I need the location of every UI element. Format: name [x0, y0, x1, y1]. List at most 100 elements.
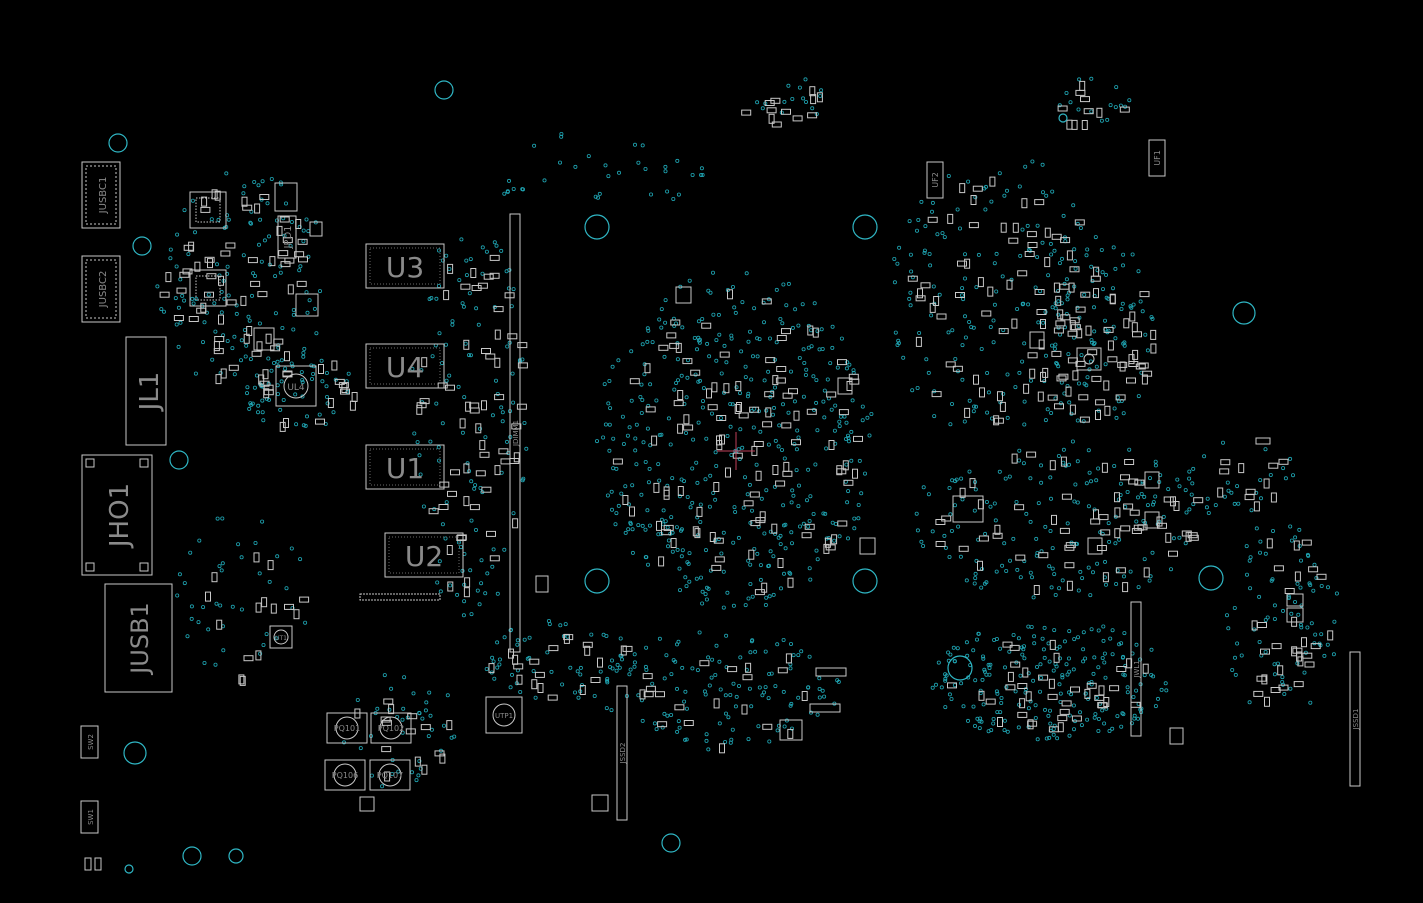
- passive-component[interactable]: [1096, 107, 1103, 118]
- passive-component[interactable]: [787, 728, 794, 739]
- passive-component[interactable]: [218, 314, 224, 325]
- passive-component[interactable]: [214, 336, 225, 342]
- passive-component[interactable]: [246, 326, 253, 336]
- passive-component[interactable]: [1014, 504, 1025, 511]
- passive-component[interactable]: [952, 365, 963, 372]
- passive-component[interactable]: [622, 645, 633, 652]
- passive-component[interactable]: [1128, 361, 1139, 367]
- passive-component[interactable]: [719, 743, 725, 754]
- passive-component[interactable]: [713, 482, 720, 492]
- passive-component[interactable]: [507, 333, 518, 340]
- passive-component[interactable]: [927, 216, 938, 223]
- passive-component[interactable]: [287, 284, 294, 295]
- passive-component[interactable]: [969, 478, 976, 489]
- passive-component[interactable]: [1065, 386, 1072, 397]
- passive-component[interactable]: [488, 663, 495, 674]
- passive-component[interactable]: [734, 404, 741, 414]
- passive-component[interactable]: [999, 401, 1006, 412]
- passive-component[interactable]: [1271, 643, 1282, 650]
- passive-component[interactable]: [936, 313, 947, 320]
- passive-component[interactable]: [959, 487, 966, 498]
- passive-component[interactable]: [241, 196, 248, 207]
- passive-component[interactable]: [1310, 643, 1321, 650]
- passive-component[interactable]: [993, 415, 1000, 426]
- passive-component[interactable]: [481, 400, 487, 411]
- passive-component[interactable]: [1061, 493, 1072, 500]
- passive-component[interactable]: [1139, 291, 1150, 298]
- passive-component[interactable]: [791, 439, 801, 446]
- passive-component[interactable]: [801, 532, 812, 539]
- passive-component[interactable]: [1220, 459, 1231, 466]
- passive-component[interactable]: [211, 572, 218, 583]
- passive-component[interactable]: [240, 295, 247, 306]
- passive-component[interactable]: [677, 390, 684, 400]
- passive-component[interactable]: [828, 440, 835, 450]
- passive-component[interactable]: [280, 261, 291, 268]
- component-small-ic[interactable]: [359, 796, 375, 812]
- passive-component[interactable]: [1219, 468, 1230, 475]
- passive-component[interactable]: [663, 486, 670, 497]
- passive-component[interactable]: [771, 523, 778, 534]
- component-small-ic[interactable]: [1076, 347, 1102, 371]
- passive-component[interactable]: [331, 360, 338, 371]
- passive-component[interactable]: [1093, 509, 1099, 520]
- passive-component[interactable]: [707, 404, 718, 411]
- passive-component[interactable]: [1261, 674, 1268, 685]
- passive-component[interactable]: [1049, 460, 1056, 471]
- passive-component[interactable]: [777, 558, 784, 568]
- passive-component[interactable]: [207, 258, 213, 269]
- passive-component[interactable]: [479, 440, 486, 451]
- passive-component[interactable]: [709, 532, 716, 542]
- passive-component[interactable]: [1017, 683, 1028, 689]
- passive-component[interactable]: [785, 653, 792, 664]
- passive-component[interactable]: [677, 486, 684, 496]
- passive-component[interactable]: [727, 666, 738, 673]
- passive-component[interactable]: [489, 272, 500, 279]
- passive-component[interactable]: [981, 310, 992, 317]
- component-pq101[interactable]: PQ101: [326, 712, 368, 744]
- passive-component[interactable]: [1047, 394, 1058, 401]
- component-small-ic[interactable]: [1029, 331, 1045, 349]
- passive-component[interactable]: [1022, 667, 1029, 678]
- passive-component[interactable]: [842, 460, 849, 471]
- passive-component[interactable]: [1260, 648, 1270, 655]
- passive-component[interactable]: [270, 603, 277, 614]
- passive-component[interactable]: [494, 357, 501, 368]
- passive-component[interactable]: [1115, 394, 1126, 401]
- passive-component[interactable]: [738, 412, 749, 419]
- passive-component[interactable]: [645, 406, 656, 413]
- passive-component[interactable]: [238, 674, 245, 685]
- passive-component[interactable]: [205, 591, 211, 602]
- passive-component[interactable]: [804, 523, 815, 530]
- passive-component[interactable]: [1126, 658, 1133, 669]
- passive-component[interactable]: [670, 538, 677, 548]
- passive-component[interactable]: [727, 289, 733, 300]
- passive-component[interactable]: [1064, 562, 1075, 569]
- passive-component[interactable]: [1054, 403, 1064, 410]
- passive-component[interactable]: [716, 435, 722, 446]
- passive-component[interactable]: [1024, 251, 1035, 257]
- passive-component[interactable]: [439, 753, 446, 764]
- passive-component[interactable]: [463, 587, 470, 598]
- passive-component[interactable]: [204, 291, 214, 298]
- passive-component[interactable]: [265, 333, 272, 344]
- passive-component[interactable]: [1060, 237, 1071, 244]
- passive-component[interactable]: [1123, 318, 1130, 329]
- passive-component[interactable]: [810, 94, 817, 105]
- passive-component[interactable]: [1002, 641, 1013, 648]
- passive-component[interactable]: [644, 363, 651, 374]
- passive-component[interactable]: [1120, 525, 1131, 532]
- passive-component[interactable]: [915, 295, 926, 302]
- passive-component[interactable]: [1104, 405, 1111, 416]
- passive-component[interactable]: [299, 596, 310, 603]
- passive-component[interactable]: [776, 335, 787, 341]
- passive-component[interactable]: [298, 256, 308, 263]
- passive-component[interactable]: [1060, 314, 1071, 321]
- component-small-ic[interactable]: [1087, 537, 1103, 555]
- passive-component[interactable]: [534, 671, 545, 678]
- passive-component[interactable]: [629, 378, 640, 385]
- passive-component[interactable]: [749, 406, 760, 413]
- passive-component[interactable]: [683, 424, 694, 431]
- passive-component[interactable]: [1071, 119, 1078, 130]
- passive-component[interactable]: [247, 257, 258, 264]
